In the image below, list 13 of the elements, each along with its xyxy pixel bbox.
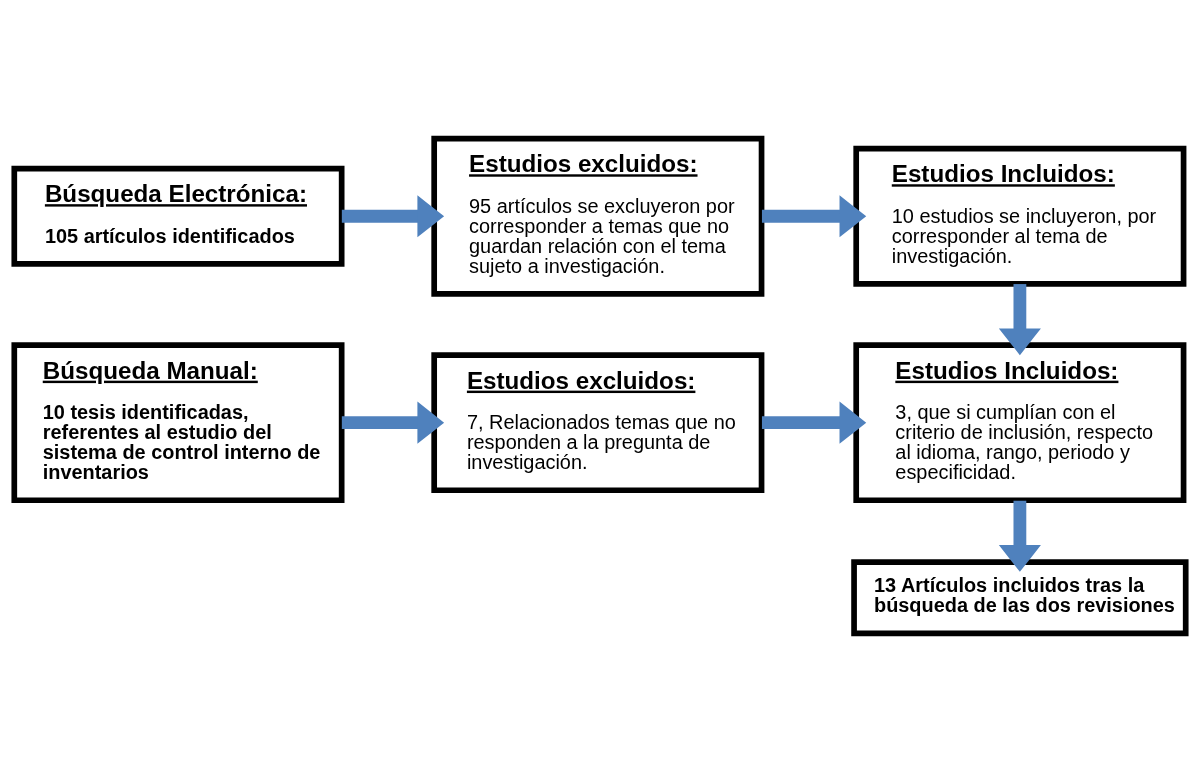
node-box: Estudios Incluidos: 10 estudios se incluyeron, por corresponder al tema de investigación. [853,145,1187,287]
node-box: 13 Artículos incluidos tras la búsqueda de las dos revisiones [851,558,1189,636]
arrow [998,283,1041,355]
node-box: Búsqueda Electrónica: 105 artículos identificados [11,165,345,267]
node-box: Estudios excluidos: 95 artículos se excluyeron por corresponder a temas que no guardan relación con el tema sujeto a investigación. [431,135,765,297]
arrow [998,500,1041,572]
arrow [761,194,867,237]
node-box: Búsqueda Manual: 10 tesis identificadas, referentes al estudio del sistema de control interno de inventarios [11,341,345,503]
arrow [341,194,445,237]
arrow [761,401,867,444]
node-box: Estudios excluidos: 7, Relacionados temas que no responden a la pregunta de investigación. [431,351,765,493]
node-box: Estudios Incluidos: 3, que si cumplían con el criterio de inclusión, respecto al idioma, rango, periodo y especificidad. [853,341,1187,503]
arrow [341,401,445,444]
